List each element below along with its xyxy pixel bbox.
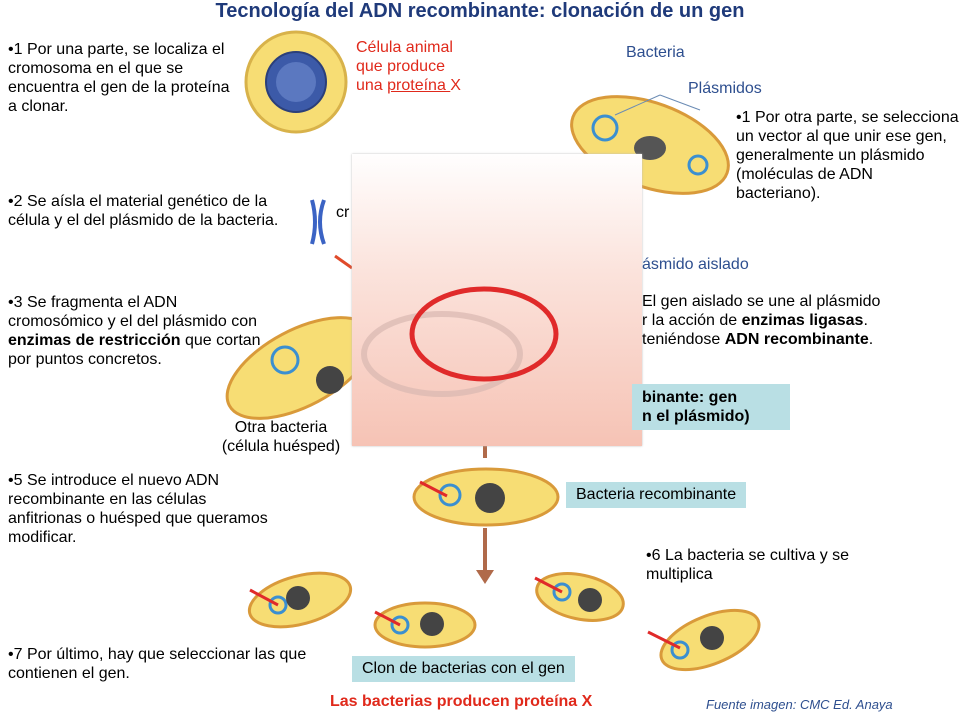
animal-cell — [244, 30, 348, 134]
recombinant-box: binante: gen n el plásmido) — [632, 384, 790, 430]
step-2-isolate: •2 Se aísla el material genético de la c… — [8, 193, 279, 229]
flow-arrows — [476, 446, 494, 584]
step-4-end: . — [868, 331, 874, 348]
chromosome-icon — [310, 199, 326, 245]
host-label-line1: Otra bacteria — [234, 419, 328, 436]
bacterium-clone-4 — [647, 608, 761, 672]
step-1-vector: •1 Por otra parte, se selecciona un vect… — [736, 109, 959, 202]
cell-label-line3: una proteína X — [356, 76, 496, 95]
bacterium-clone-3 — [534, 572, 625, 622]
step-5-introduce: •5 Se introduce el nuevo ADN recombinant… — [8, 472, 268, 546]
step-4-line1: El gen aislado se une al plásmido — [642, 293, 881, 310]
produce-label: Las bacterias producen proteína X — [330, 693, 593, 710]
cell-label-line1: Célula animal — [356, 39, 453, 56]
step-3-bold: enzimas de restricción — [8, 332, 181, 349]
cell-label-pre: una — [356, 77, 388, 94]
step-4-bold-adn: ADN recombinante — [724, 331, 869, 348]
recomb-box-line1: binante: gen — [642, 389, 738, 406]
bacterium-clone-2 — [373, 601, 477, 649]
step-4-text: r la acción de — [642, 312, 742, 329]
source-label: Fuente imagen: CMC Ed. Anaya — [706, 697, 893, 712]
step-7-select: •7 Por último, hay que seleccionar las q… — [8, 646, 307, 682]
plasmids-label: Plásmidos — [688, 80, 762, 97]
bacterium-clone-1 — [247, 571, 353, 629]
host-bacteria-label: Otra bacteria (célula huésped) — [200, 418, 362, 456]
step-3-text: •3 Se fragmenta el ADN cromosómico y el … — [8, 294, 257, 330]
plasmid-overlay-panel — [352, 154, 642, 446]
step-4-ligase: El gen aislado se une al plásmido r la a… — [642, 292, 960, 349]
page-title: Tecnología del ADN recombinante: clonaci… — [215, 0, 745, 22]
step-6-culture: •6 La bacteria se cultiva y se multiplic… — [646, 547, 850, 583]
arrow-small-icon — [334, 254, 353, 270]
step-4-line2: r la acción de enzimas ligasas. — [642, 311, 960, 330]
step-1-chromosome: •1 Por una parte, se localiza el cromoso… — [8, 41, 230, 115]
bacteria-label: Bacteria — [626, 44, 685, 61]
cell-label-x: X — [450, 77, 461, 94]
step-4-bold-ligase: enzimas ligasas — [741, 312, 864, 329]
plasmid-isolated-label: ásmido aislado — [642, 256, 749, 273]
recomb-box-line2: n el plásmido) — [642, 408, 750, 425]
animal-cell-label: Célula animal que produce una proteína X — [356, 38, 496, 95]
step-4-dot: . — [863, 312, 868, 329]
step-4-text2: teniéndose — [642, 331, 725, 348]
cell-label-protein: proteína — [387, 77, 451, 94]
recombinant-bacteria-label: Bacteria recombinante — [566, 482, 747, 508]
clone-label: Clon de bacterias con el gen — [352, 656, 575, 682]
bacterium-recombinant — [412, 467, 560, 527]
plasmid-ring-icon — [361, 286, 559, 397]
host-label-line2: (célula huésped) — [221, 438, 341, 455]
step-3-fragment: •3 Se fragmenta el ADN cromosómico y el … — [8, 293, 268, 369]
step-3-text-end: que cortan por puntos concretos. — [8, 332, 261, 368]
chromosome-label: cr — [336, 204, 350, 221]
cell-label-line2: que produce — [356, 58, 445, 75]
step-4-line3: teniéndose ADN recombinante. — [642, 330, 960, 349]
